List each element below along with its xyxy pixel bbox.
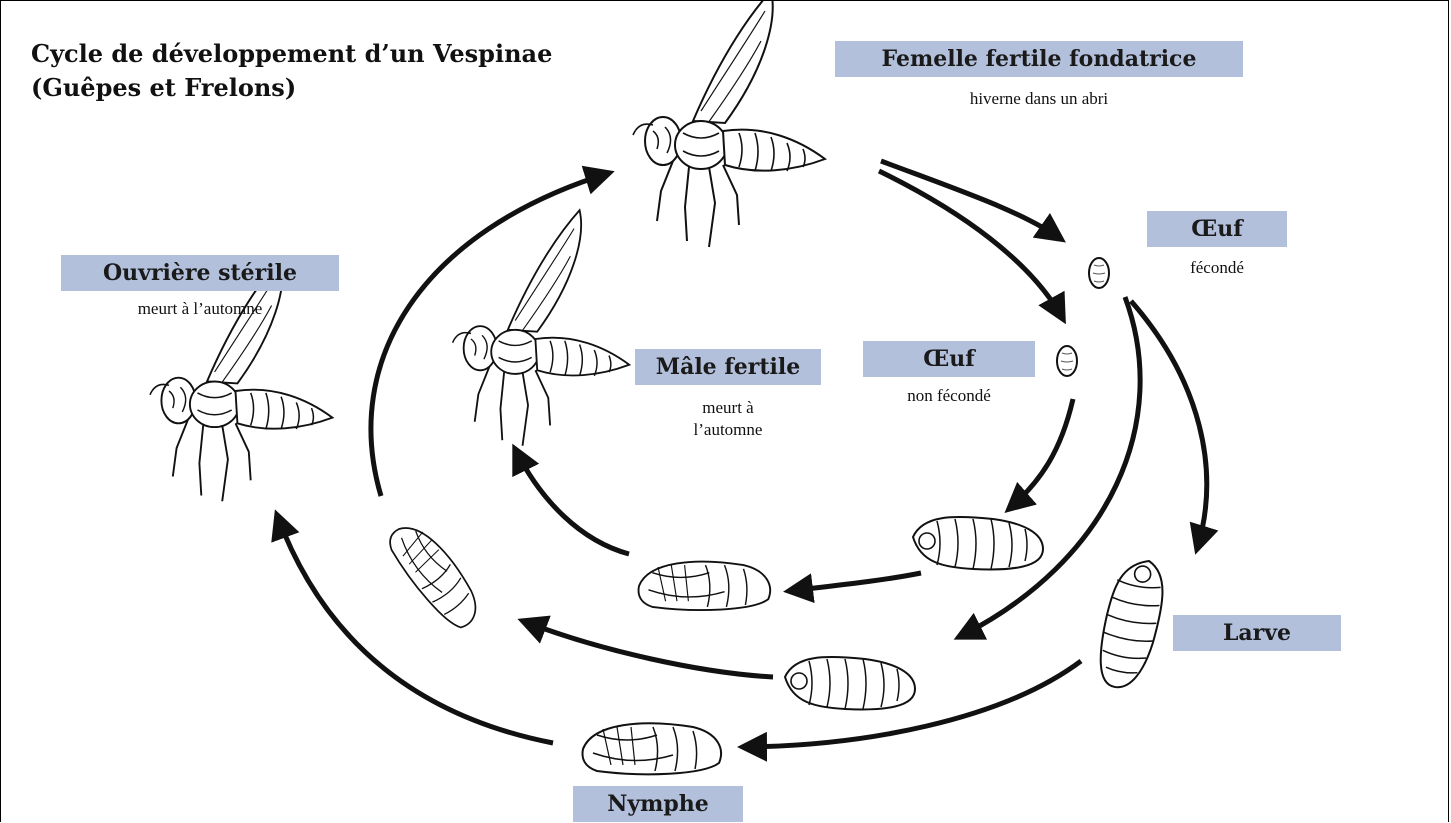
pupa-worker-illustration xyxy=(382,515,489,634)
oeuf-non-feconde-illustration xyxy=(1057,346,1077,376)
larve-illustration-right xyxy=(1094,555,1168,692)
arrow-larve-to-pupa-worker-mid xyxy=(523,621,773,677)
male-note: meurt à l’automne xyxy=(635,397,821,441)
femelle-label: Femelle fertile fondatrice xyxy=(835,41,1243,77)
oeuf-feconde-illustration xyxy=(1089,258,1109,288)
oeuf-non-feconde-label: Œuf xyxy=(863,341,1035,377)
larve-label: Larve xyxy=(1173,615,1341,651)
larve-illustration-middle xyxy=(913,517,1043,570)
nymphe-label: Nymphe xyxy=(573,786,743,822)
male-note-line-2: l’automne xyxy=(635,419,821,441)
diagram-title: Cycle de développement d’un Vespinae (Gu… xyxy=(31,37,552,105)
arrow-larve-to-pupa-male xyxy=(789,573,921,591)
cycle-arrows xyxy=(277,161,1207,747)
oeuf-feconde-note: fécondé xyxy=(1147,257,1287,279)
male-wasp-illustration xyxy=(453,210,630,446)
larve-illustration-lower xyxy=(785,657,915,710)
arrow-oeuf-to-larve-right xyxy=(1131,301,1207,549)
male-label: Mâle fertile xyxy=(635,349,821,385)
pupa-male-illustration xyxy=(639,562,771,610)
ouvriere-wasp-illustration xyxy=(150,258,332,501)
oeuf-non-feconde-note: non fécondé xyxy=(863,385,1035,407)
diagram-title-line-2: (Guêpes et Frelons) xyxy=(31,71,552,105)
ouvriere-note: meurt à l’automne xyxy=(61,298,339,320)
arrow-oeuf-non-feconde-to-larve xyxy=(1009,399,1073,509)
male-note-line-1: meurt à xyxy=(635,397,821,419)
femelle-note: hiverne dans un abri xyxy=(835,88,1243,110)
arrow-pupa-to-male xyxy=(515,449,629,554)
nymphe-illustration xyxy=(583,723,722,774)
oeuf-feconde-label: Œuf xyxy=(1147,211,1287,247)
ouvriere-label: Ouvrière stérile xyxy=(61,255,339,291)
femelle-wasp-illustration xyxy=(633,1,825,247)
diagram-title-line-1: Cycle de développement d’un Vespinae xyxy=(31,37,552,71)
arrow-femelle-to-oeuf-feconde xyxy=(881,161,1061,239)
